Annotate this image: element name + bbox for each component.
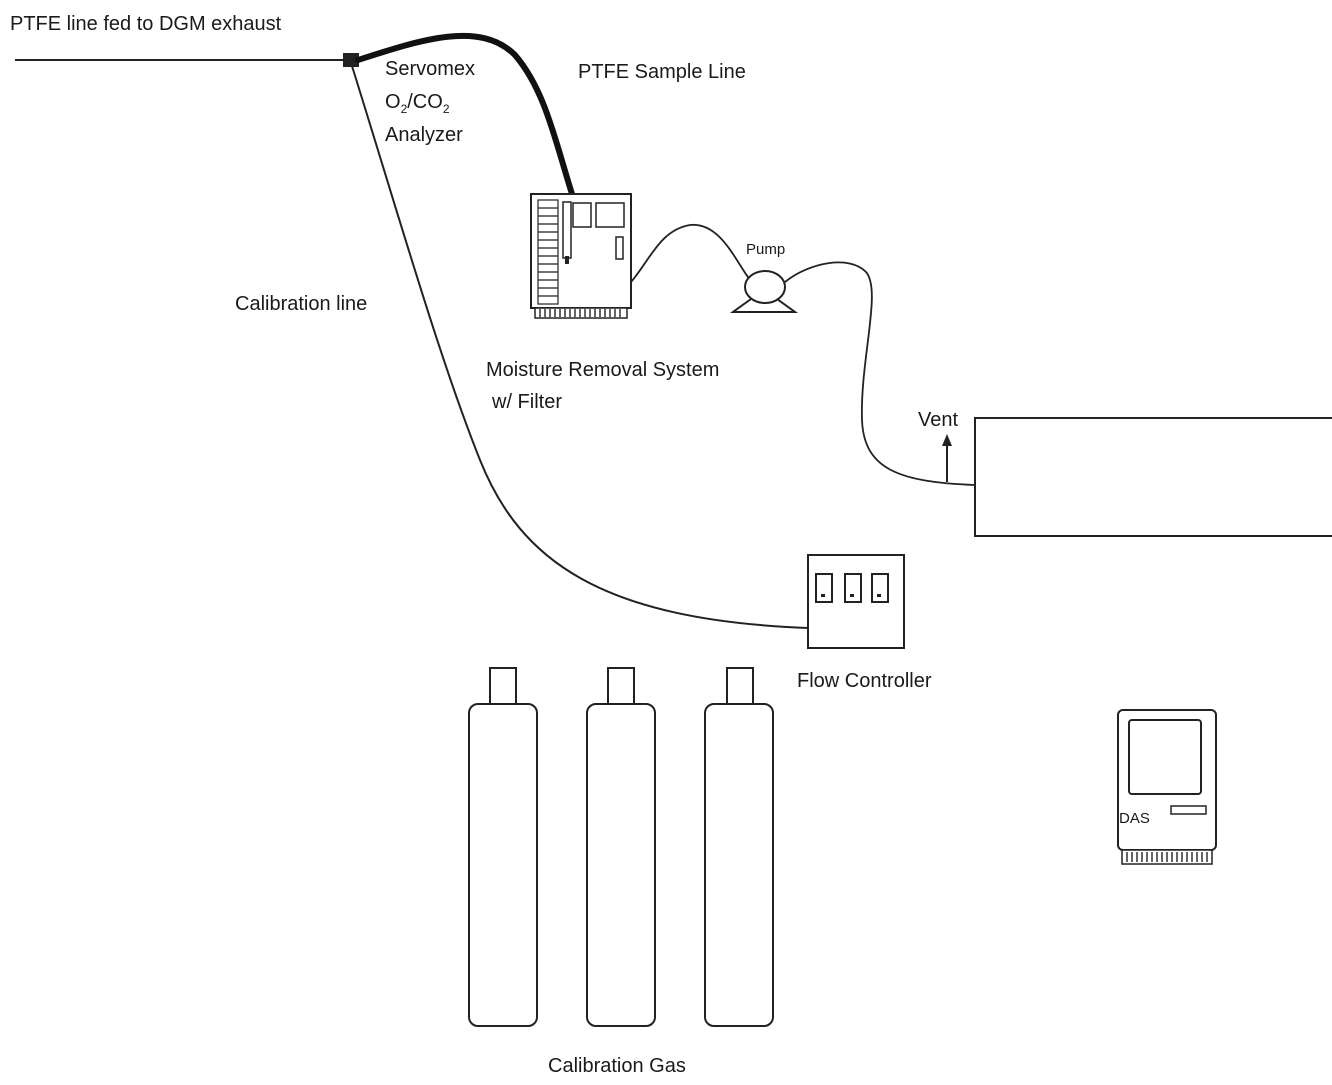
moisture-label-line2: w/ Filter (491, 391, 562, 413)
analyzer-label-line1: Servomex (385, 58, 475, 80)
ptfe-sample-line (355, 32, 575, 197)
moisture-label-line1: Moisture Removal System (486, 359, 719, 381)
das-computer (1117, 709, 1217, 865)
gas-cylinder-1 (468, 667, 538, 1027)
sample-probe-connector (343, 53, 359, 67)
calibration-gas-label: Calibration Gas (548, 1055, 686, 1077)
vent-arrow (942, 434, 952, 482)
das-label: DAS (1119, 810, 1150, 827)
analyzer-label-line2: O2/CO2 (385, 91, 450, 116)
flow-controller-unit (807, 554, 905, 649)
analyzer-label-line3: Analyzer (385, 124, 463, 146)
pump-symbol (729, 270, 799, 313)
gas-cylinder-3 (704, 667, 774, 1027)
flow-controller-label: Flow Controller (797, 670, 932, 692)
pump-to-analyzer-line (784, 261, 976, 486)
pump-label: Pump (746, 241, 785, 258)
analyzer-co-subscript: 2 (443, 102, 450, 116)
moisture-removal-unit (530, 193, 632, 319)
analyzer-co-text: /CO (407, 91, 443, 113)
exhaust-line-label: PTFE line fed to DGM exhaust (10, 13, 282, 35)
calibration-line-label: Calibration line (235, 293, 367, 315)
calibration-line-path (351, 65, 809, 629)
vent-label: Vent (918, 409, 958, 431)
gas-cylinder-2 (586, 667, 656, 1027)
servomex-analyzer-box (974, 417, 1332, 537)
moisture-slots (537, 199, 559, 305)
sample-line-label: PTFE Sample Line (578, 61, 746, 83)
moisture-to-pump-line (630, 224, 751, 283)
analyzer-o-subscript: 2 (401, 102, 408, 116)
analyzer-o-text: O (385, 91, 401, 113)
